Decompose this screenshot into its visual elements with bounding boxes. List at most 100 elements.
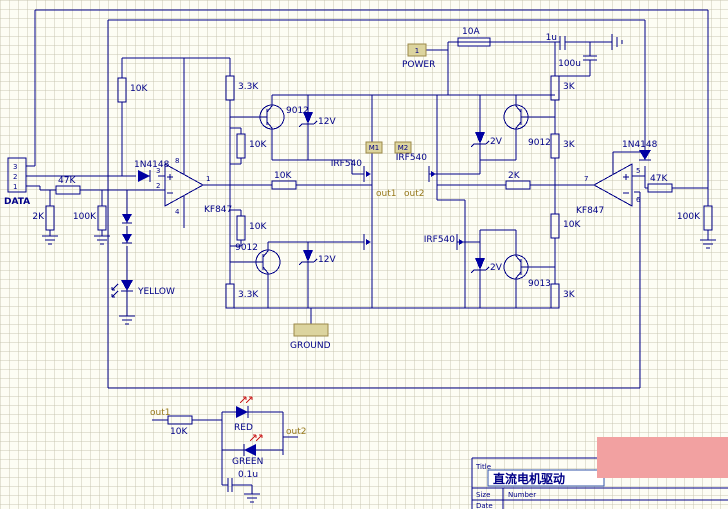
port-ground-box — [293, 323, 329, 337]
led-bar — [247, 406, 252, 418]
size-label: Size — [476, 491, 490, 499]
capacitor-01u-label: 0.1u — [238, 470, 258, 480]
diode-triangle — [639, 150, 651, 160]
led-arrows — [249, 434, 263, 442]
mosfet-m1-label: IRF540 — [331, 159, 363, 169]
port-power: 1 POWER — [402, 43, 435, 70]
connector-data-label: DATA — [4, 197, 30, 207]
zener-bar — [470, 140, 490, 150]
wire-inner-loop — [107, 19, 708, 389]
resistor-r12-label: 2K — [508, 171, 521, 181]
net-m1-box — [365, 141, 383, 154]
transistor-q1: 9012 — [259, 104, 309, 130]
opamp-left: 3 2 1 8 4 KF847 — [156, 157, 232, 216]
led-bar — [121, 290, 133, 296]
title-value: 直流电机驱动 — [493, 471, 565, 486]
opamp-left-pin2: 2 — [156, 182, 160, 190]
capacitor-plates — [559, 36, 566, 50]
mosfet-m3: IRF540 — [424, 230, 466, 254]
mosfet-arrow — [459, 239, 464, 245]
resistor-r9-label: 3.3K — [238, 290, 259, 300]
mosfet-arrow — [366, 239, 371, 245]
zener-z1: 12V — [298, 112, 336, 130]
resistor-r8-label: 10K — [249, 222, 267, 232]
resistor-r1 — [117, 77, 127, 103]
wire-outer-feedback — [26, 9, 709, 240]
resistor-r3 — [45, 205, 55, 231]
earth-icon — [611, 34, 623, 50]
zener-z2-label: 12V — [318, 255, 336, 265]
resistor-r1-label: 10K — [130, 84, 148, 94]
mosfet-m4 — [363, 230, 373, 254]
zener-triangle — [475, 258, 485, 270]
resistor-r7 — [271, 180, 297, 190]
resistor-r14-label: 3K — [563, 290, 576, 300]
wire-led-indicator — [152, 411, 298, 494]
resistor-r3-label: 2K — [32, 212, 45, 222]
transistor-legs — [515, 105, 528, 129]
zener-bar — [470, 266, 490, 276]
net-m2-label: M2 — [398, 144, 409, 152]
port-ground-label: GROUND — [290, 341, 331, 351]
diode-triangle — [122, 234, 132, 243]
mosfets: IRF540 IRF540 IRF540 — [331, 153, 466, 254]
led-arrows — [239, 396, 253, 404]
transistor-legs — [262, 105, 273, 129]
led-yellow-label: YELLOW — [137, 287, 175, 297]
resistor-r11 — [550, 133, 560, 159]
zener-triangle — [303, 112, 313, 124]
transistor-body — [259, 104, 285, 130]
net-m1-label: M1 — [369, 144, 380, 152]
connector-data: 3 2 1 DATA — [4, 157, 30, 207]
wire-segments — [26, 9, 709, 494]
resistor-r6 — [236, 133, 246, 159]
resistor-r11-label: 3K — [563, 140, 576, 150]
net-out1-top: out1 — [376, 189, 396, 199]
resistor-r16-label: 100K — [677, 212, 701, 222]
led-yellow: YELLOW — [111, 280, 175, 298]
resistor-r4 — [97, 205, 107, 231]
led-triangle — [121, 280, 133, 291]
transistor-q4: 9013 — [503, 254, 551, 289]
resistor-r15 — [647, 183, 673, 193]
diode-series-2 — [122, 234, 132, 244]
connector-data-body — [7, 157, 27, 193]
ground-symbols — [42, 34, 716, 503]
wire-right-column — [426, 41, 709, 308]
resistors: 10K 47K 2K 100K 3.3K 10K 10K 10K 3.3K 3K… — [32, 75, 713, 437]
led-arrows — [111, 283, 119, 298]
resistor-r5-label: 3.3K — [238, 82, 259, 92]
connector-pin-2: 2 — [13, 173, 17, 181]
wire-center-bridge — [272, 94, 594, 308]
transistor-legs — [256, 250, 269, 274]
connector-pin-1: 1 — [13, 183, 17, 191]
zener-z2: 12V — [298, 250, 336, 268]
opamp-right: 7 5 6 KF847 — [576, 163, 641, 216]
ground-icon — [94, 235, 110, 245]
opamp-polarity-marks — [167, 174, 173, 194]
capacitor-100u-label: 100u — [558, 59, 581, 69]
ground-icon — [42, 235, 58, 245]
led-red-label: RED — [234, 423, 253, 433]
mosfet-gate — [363, 162, 373, 186]
opamp-right-label: KF847 — [576, 206, 604, 216]
opamp-polarity-marks — [623, 174, 629, 194]
capacitor-1u-label: 1u — [546, 33, 557, 43]
transistor-q3-label: 9012 — [528, 138, 551, 148]
opamp-left-pin3: 3 — [156, 167, 160, 175]
opamp-left-pin1: 1 — [206, 175, 210, 183]
port-power-box — [407, 43, 427, 57]
resistor-r6-label: 10K — [249, 140, 267, 150]
diode-series-1 — [122, 214, 132, 224]
transistor-q2: 9012 — [235, 243, 281, 275]
resistor-r13 — [550, 213, 560, 239]
diode-triangle — [122, 214, 132, 223]
zener-z3: 2V — [470, 132, 503, 150]
title-value-box — [487, 469, 605, 487]
zener-z4-label: 2V — [490, 263, 503, 273]
wire-left-column — [229, 58, 555, 309]
zener-bar — [298, 258, 318, 268]
fuse-label: 10A — [462, 27, 480, 37]
resistor-r7-label: 10K — [274, 171, 292, 181]
led-green-label: GREEN — [232, 457, 263, 467]
